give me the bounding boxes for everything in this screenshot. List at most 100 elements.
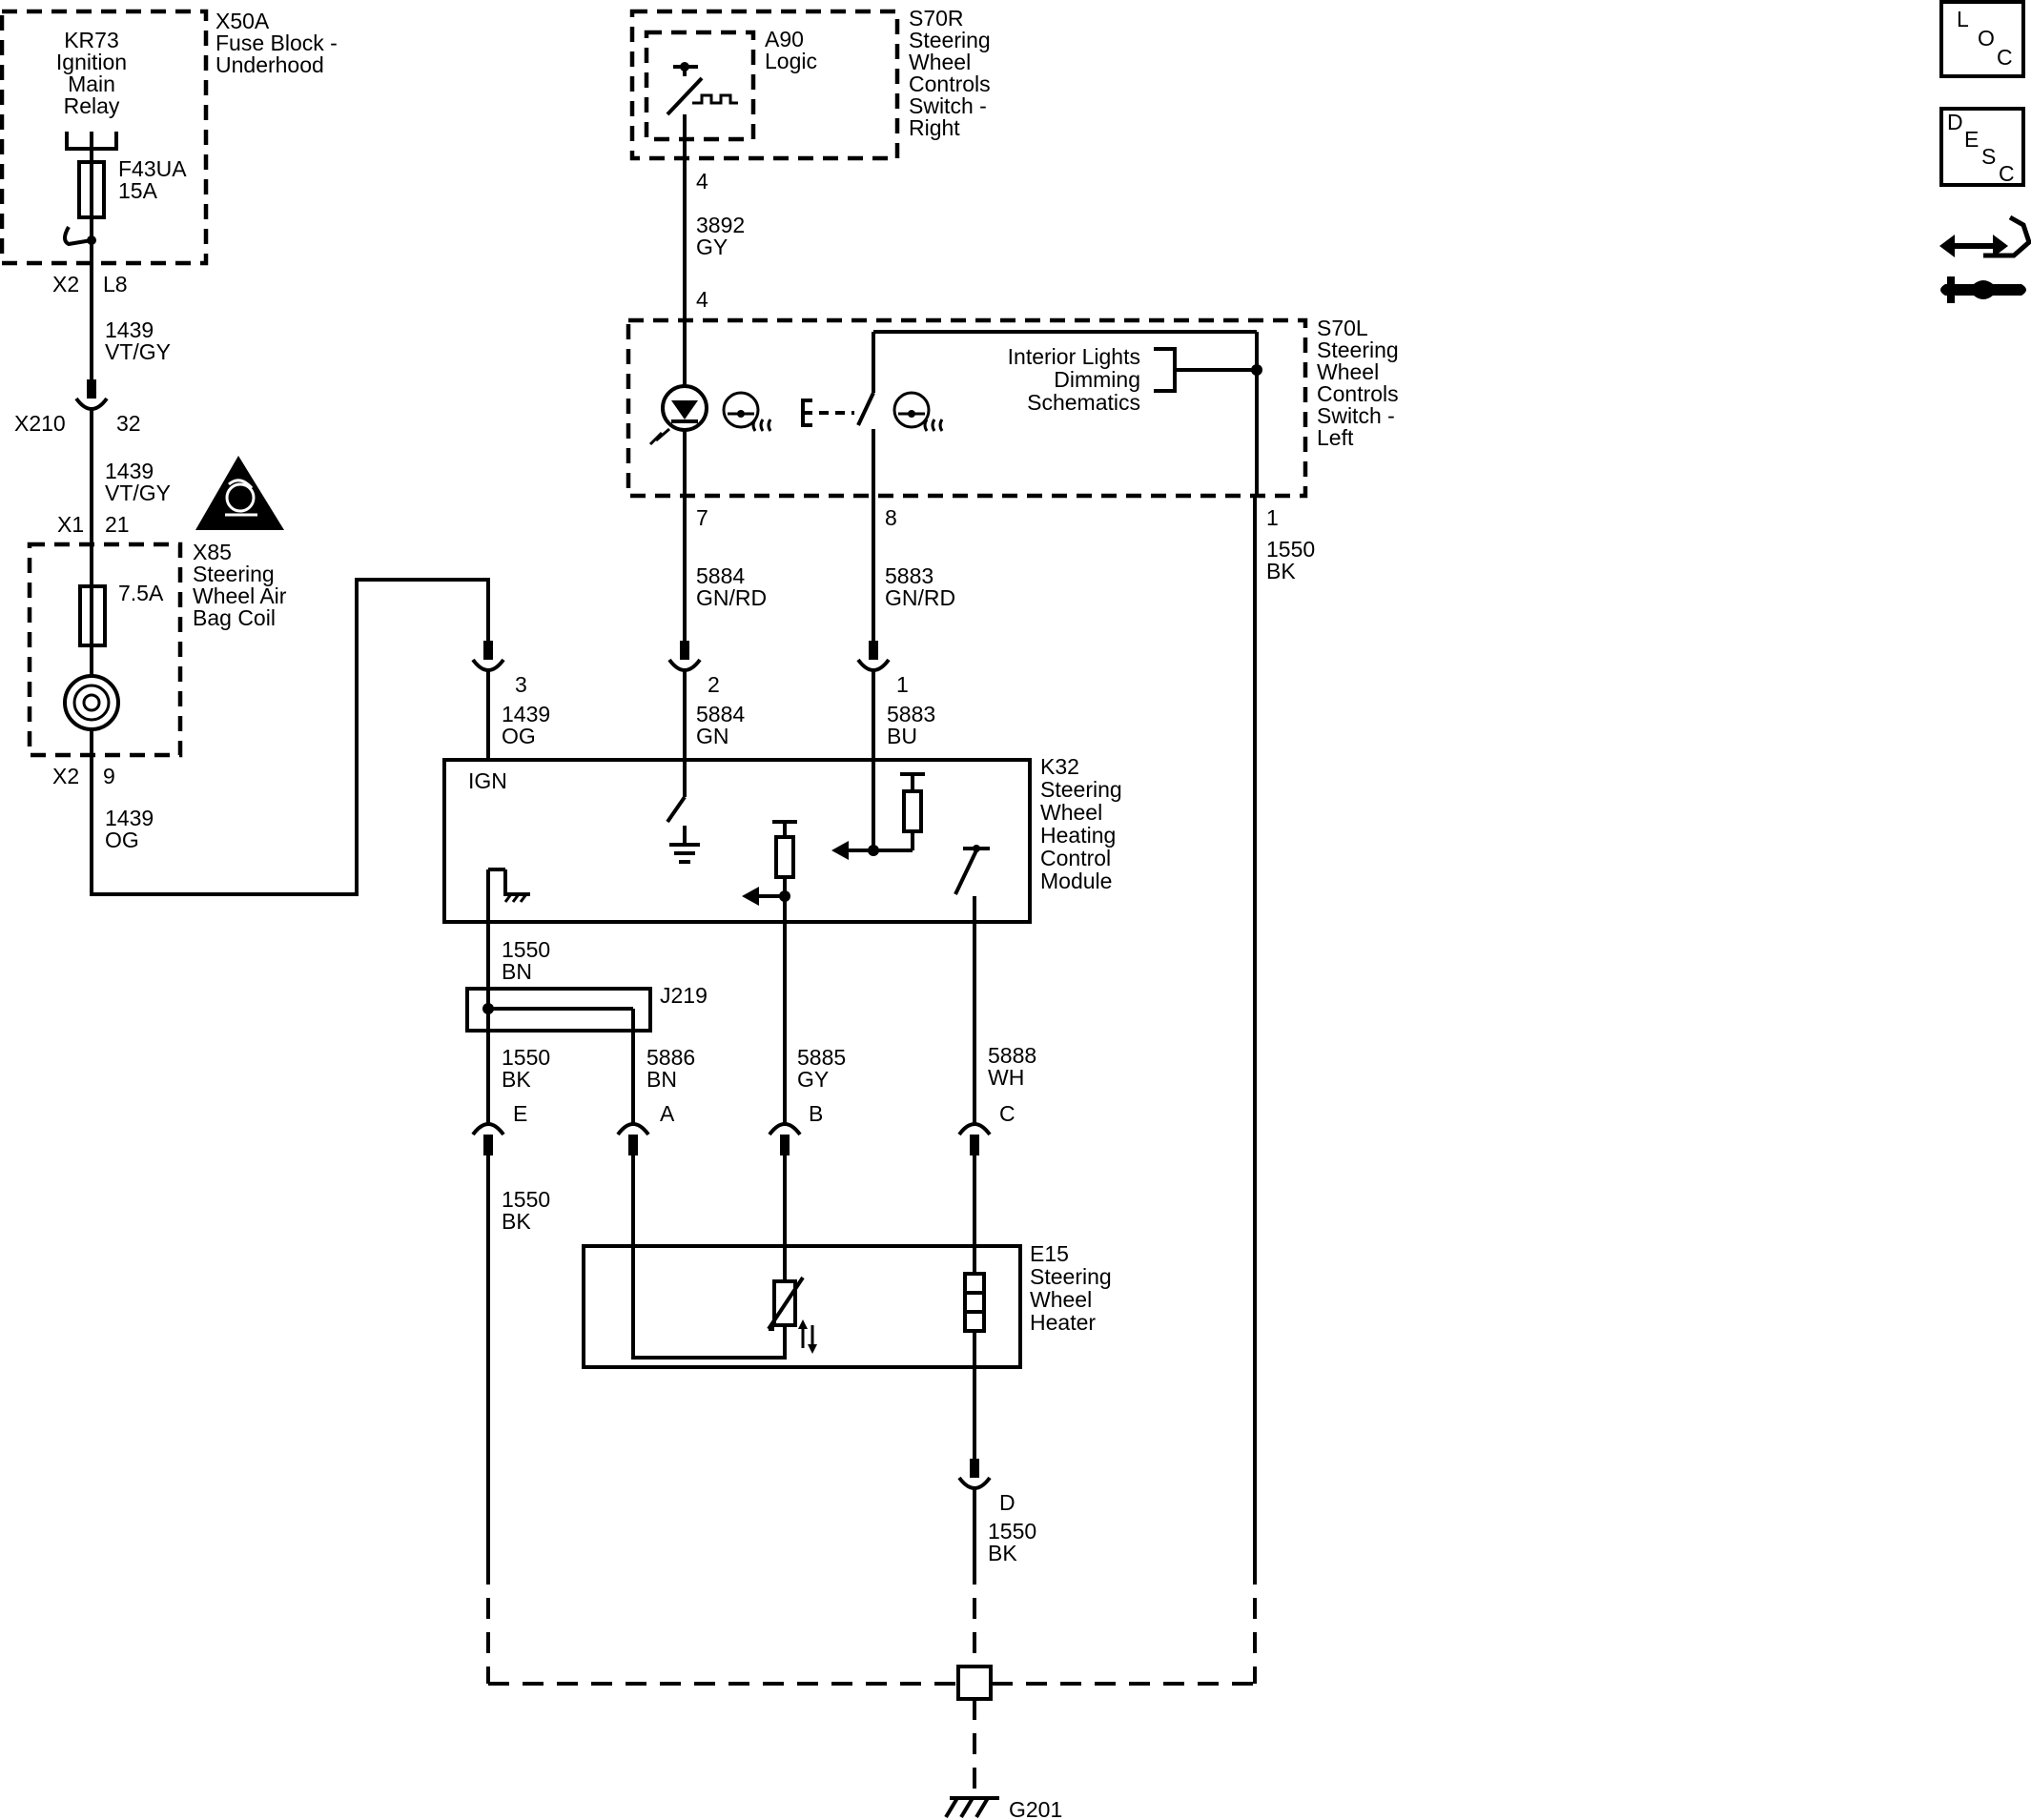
x50a-label-3: Underhood <box>215 52 324 77</box>
x85-fuse-label: 7.5A <box>118 581 164 605</box>
e15-label-2: Steering <box>1030 1264 1112 1289</box>
wire-5883-upper-num: 5883 <box>885 563 933 588</box>
wire-5883-lower-num: 5883 <box>887 702 935 726</box>
e15-connector-d: D 1550 BK <box>957 1459 1036 1565</box>
connector-cup-icon <box>667 658 702 672</box>
interior-lights-label-3: Schematics <box>1027 390 1140 415</box>
x210-label: X210 <box>14 411 66 436</box>
connector-cup-icon <box>768 1122 802 1136</box>
pin-a-label: A <box>660 1101 675 1126</box>
connector-cup-icon <box>957 1122 992 1136</box>
loc-letter-l: L <box>1957 7 1969 31</box>
pin9-label: 9 <box>103 764 115 788</box>
j219-label: J219 <box>660 983 708 1008</box>
k32-label-4: Heating <box>1040 823 1116 848</box>
pullup-resistor-icon-2 <box>742 820 797 1125</box>
s70r-label-1: S70R <box>909 6 964 31</box>
wire-5885-num: 5885 <box>797 1045 846 1070</box>
thermistor-icon <box>767 1276 817 1354</box>
wire-3892-num: 3892 <box>696 213 745 237</box>
x50a-label-1: X50A <box>215 9 270 33</box>
connector-cup-icon <box>957 1476 992 1490</box>
k32-pin2-label: 2 <box>708 672 720 697</box>
x50a-label-2: Fuse Block - <box>215 31 338 55</box>
s70l-label-3: Wheel <box>1317 359 1379 384</box>
connector-icon <box>63 226 92 247</box>
s70l-pin4-label: 4 <box>696 287 708 312</box>
s70r-label-5: Switch - <box>909 93 987 118</box>
s70r-label-3: Wheel <box>909 50 971 74</box>
s70l-switch: S70L Steering Wheel Controls Switch - Le… <box>626 316 1399 648</box>
e15-label-3: Wheel <box>1030 1287 1092 1312</box>
s70l-label-5: Switch - <box>1317 403 1395 428</box>
pin-c-label: C <box>999 1101 1016 1126</box>
location-button[interactable]: L O C <box>1939 0 2025 78</box>
description-button[interactable]: D E S C <box>1939 107 2025 187</box>
wire-3892-color: GY <box>696 235 728 259</box>
logic-switch-icon <box>666 62 738 116</box>
connector-cup-icon <box>74 397 109 411</box>
wire-1439-og-k32-num: 1439 <box>502 702 550 726</box>
k32-label-2: Steering <box>1040 777 1122 802</box>
desc-letter-d: D <box>1947 110 1963 134</box>
x2-left-label: X2 <box>52 272 79 297</box>
heating-element-icon <box>963 1272 986 1333</box>
wire-1439-mid-num: 1439 <box>105 459 154 483</box>
interior-lights-label-2: Dimming <box>1054 367 1140 392</box>
e15-connector-c: C <box>957 1101 1016 1155</box>
a90-label-1: A90 <box>765 27 804 51</box>
wire-1550-bk-lower-color: BK <box>502 1209 531 1234</box>
s70l-label-4: Controls <box>1317 381 1399 406</box>
pin-b-label: B <box>809 1101 823 1126</box>
x85-label-2: Steering <box>193 562 275 586</box>
e15-label-4: Heater <box>1030 1310 1096 1335</box>
g201-label: G201 <box>1009 1797 1062 1820</box>
wire-5886-num: 5886 <box>646 1045 695 1070</box>
wire-5886-color: BN <box>646 1067 677 1092</box>
kr73-relay: KR73 Ignition Main Relay <box>56 28 127 162</box>
loc-letter-c: C <box>1997 45 2013 70</box>
s70l-label-1: S70L <box>1317 316 1368 340</box>
l8-label: L8 <box>103 272 128 297</box>
e15-connector-a: A <box>616 1101 675 1155</box>
k32-connector-pin2: 2 5884 GN <box>667 641 745 797</box>
x85-label-4: Bag Coil <box>193 605 276 630</box>
desc-letter-e: E <box>1964 127 1979 152</box>
s70r-label-6: Right <box>909 115 960 140</box>
wire-1439-mid-color: VT/GY <box>105 481 171 505</box>
kr73-label-2: Ignition <box>56 50 127 74</box>
x85-airbag-coil: 7.5A X85 Steering Wheel Air Bag Coil <box>27 515 287 782</box>
pin32-label: 32 <box>116 411 141 436</box>
connector-end-view-icon[interactable] <box>1939 215 2031 303</box>
x85-label-1: X85 <box>193 540 232 564</box>
chassis-ground-icon <box>488 868 530 903</box>
kr73-label-4: Relay <box>64 93 120 118</box>
wire-1550-bk-lower-num: 1550 <box>502 1187 550 1212</box>
heater-switch-icon <box>801 332 875 427</box>
wire-5883-upper-color: GN/RD <box>885 585 955 610</box>
wire-5884-lower-color: GN <box>696 724 729 748</box>
wire-1550-bk-d-num: 1550 <box>988 1519 1036 1544</box>
wire-5883-lower-color: BU <box>887 724 917 748</box>
k32-label-6: Module <box>1040 869 1112 893</box>
wire-1550-bk-e-num: 1550 <box>502 1045 550 1070</box>
g201-ground: G201 <box>944 1796 1062 1820</box>
wire-5888-num: 5888 <box>988 1043 1036 1068</box>
k32-ign-label: IGN <box>468 768 507 793</box>
led-indicator-icon <box>648 384 708 446</box>
desc-letter-c: C <box>1999 161 2015 186</box>
f43ua-label-2: 15A <box>118 178 158 203</box>
k32-pin1-label: 1 <box>896 672 909 697</box>
a90-pin4-label: 4 <box>696 169 708 194</box>
desc-letter-s: S <box>1981 144 1996 169</box>
kr73-label-3: Main <box>68 72 115 96</box>
loc-letter-o: O <box>1978 26 1995 51</box>
wire-5884-upper-num: 5884 <box>696 563 745 588</box>
wire-1439-top-num: 1439 <box>105 317 154 342</box>
wire-1550-bn-num: 1550 <box>502 937 550 962</box>
k32-label-3: Wheel <box>1040 800 1102 825</box>
ground-bus <box>488 1665 1255 1796</box>
connector-cup-icon <box>616 1122 650 1136</box>
s70l-pin8-label: 8 <box>885 505 897 530</box>
wire-5884-lower-num: 5884 <box>696 702 745 726</box>
